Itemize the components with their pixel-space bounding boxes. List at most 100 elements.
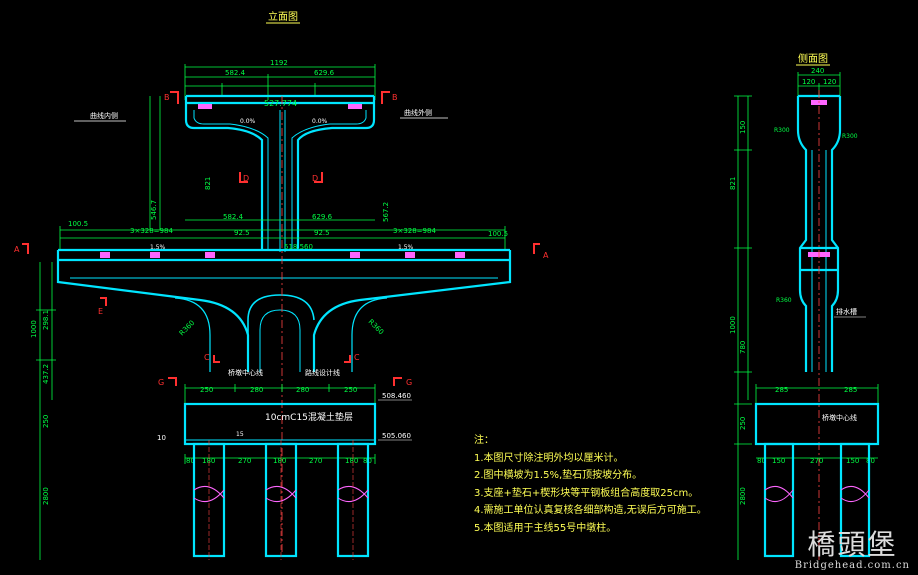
slope-top-r: 0.0% — [312, 118, 328, 125]
height-546-7: 546.7 — [150, 200, 158, 220]
slope-left: 1.5% — [150, 244, 166, 251]
slope-top: 0.0% — [240, 118, 256, 125]
side-radius-b: R300 — [842, 133, 858, 140]
cap-dim-2: 280 — [296, 386, 309, 394]
mark-d-left: D — [243, 174, 249, 183]
mark-b-right: B — [392, 93, 398, 102]
notes-heading: 注： — [474, 435, 494, 446]
mark-b-left: B — [164, 93, 170, 102]
side-piles — [763, 442, 871, 558]
mark-a-right: A — [543, 251, 549, 260]
height-1000: 1000 — [30, 320, 38, 338]
cap-dimensions — [184, 384, 376, 404]
side-pile-dim-2: 270 — [810, 457, 823, 465]
note-item: 1.本图尺寸除注明外均以厘米计。 — [474, 452, 624, 464]
mark-c-right: C — [354, 353, 360, 362]
pile-dim-1: 180 — [202, 457, 215, 465]
dim-92-5-b: 92.5 — [314, 229, 330, 237]
side-pile-dim-1: 150 — [772, 457, 785, 465]
side-footing — [754, 402, 880, 446]
side-height-3: 780 — [739, 341, 747, 354]
bearing-pads-row — [100, 252, 465, 258]
note-item: 5.本图适用于主线55号中墩柱。 — [474, 522, 617, 534]
upper-cap-beam — [184, 94, 376, 252]
bearing-center-label: 桥墩中心线 — [228, 368, 263, 377]
section-marks — [22, 91, 540, 386]
dim-629: 629.6 — [312, 213, 333, 221]
side-radius-a: R300 — [774, 127, 790, 134]
dim-15: 15 — [236, 431, 244, 438]
mark-d-right: D — [312, 174, 318, 183]
design-notes: 注： 1.本图尺寸除注明外均以厘米计。 2.图中横坡为1.5%,垫石顶按坡分布。… — [474, 432, 707, 537]
top-half-left: 582.4 — [225, 69, 246, 77]
pile-dim-5: 180 — [345, 457, 358, 465]
watermark: 橋頭堡 Bridgehead.com.cn — [794, 528, 910, 572]
side-cap-dim-1: 285 — [844, 386, 857, 394]
label-curve-inner: 曲线内侧 — [90, 111, 118, 120]
footing — [183, 402, 377, 446]
watermark-url: Bridgehead.com.cn — [794, 560, 910, 571]
mark-g-left: G — [158, 378, 164, 387]
top-dimensions — [184, 64, 376, 100]
top-half-right: 629.6 — [314, 69, 335, 77]
side-pile-dim-0: 80 — [757, 457, 766, 465]
side-pile-dim-4: 80 — [866, 457, 875, 465]
height-567-2: 567.2 — [382, 202, 390, 222]
height-821: 821 — [204, 177, 212, 190]
side-pile-dim-labels: 80 150 270 150 80 — [757, 457, 875, 465]
cap-dim-labels: 250 280 280 250 — [200, 386, 357, 394]
cap-dim-3: 250 — [344, 386, 357, 394]
left-height-dims — [36, 96, 161, 560]
bearing-pads-top — [198, 104, 362, 109]
side-view: 侧面图 240 120 120 R300 R300 R360 排水槽 — [729, 52, 880, 560]
cap-top-elev: 508.460 — [382, 392, 411, 400]
design-line-label: 路线设计线 — [305, 368, 340, 377]
watermark-logo: 橋頭堡 — [807, 528, 898, 561]
side-column — [796, 94, 842, 372]
side-pile-breaks — [764, 485, 870, 503]
side-sub-dim-1: 120 — [823, 78, 836, 86]
height-437-2: 437.2 — [42, 364, 50, 384]
side-title: 侧面图 — [798, 52, 828, 65]
side-height-dims — [734, 95, 752, 560]
note-item: 3.支座+垫石+楔形块等平钢板组合高度取25cm。 — [474, 487, 699, 499]
dim-582: 582.4 — [223, 213, 244, 221]
side-pile-dim-3: 150 — [846, 457, 859, 465]
mark-a-left: A — [14, 245, 20, 254]
spans-right: 3×328=984 — [393, 227, 436, 235]
spans-left: 3×328=984 — [130, 227, 173, 235]
side-height-0: 150 — [739, 121, 747, 134]
height-298-1: 298.1 — [42, 310, 50, 330]
cap-dim-1: 280 — [250, 386, 263, 394]
mark-c-left: C — [204, 353, 210, 362]
top-elev: 527.774 — [264, 99, 297, 108]
note-item: 2.图中横坡为1.5%,垫石顶按坡分布。 — [474, 470, 643, 481]
note-item: 4.需施工单位认真复核各细部构造,无误后方可施工。 — [474, 505, 707, 516]
side-height-5: 2800 — [739, 487, 747, 505]
pile-dim-0: 80 — [186, 457, 195, 465]
side-radius-c: R360 — [776, 297, 792, 304]
radius-left: R360 — [178, 319, 197, 338]
edge-left: 100.5 — [68, 220, 88, 228]
radius-right: R360 — [367, 318, 386, 337]
side-sub-dim-0: 120 — [802, 78, 815, 86]
section-mark-labels: B B D D A A C C G G E — [14, 93, 549, 387]
drain-label: 排水槽 — [836, 307, 857, 316]
pile-dim-3: 180 — [273, 457, 286, 465]
pile-dimensions — [184, 454, 376, 464]
side-height-2: 1000 — [729, 316, 737, 334]
lower-cap-beam — [56, 248, 512, 372]
height-250: 250 — [42, 415, 50, 428]
top-total-width: 1192 — [270, 59, 288, 67]
pile-axes — [208, 440, 354, 560]
cushion-label: 10cmC15混凝土垫层 — [265, 411, 353, 423]
label-curve-outer: 曲线外侧 — [404, 108, 432, 117]
side-cap-dims — [755, 384, 879, 404]
middle-dimensions — [59, 219, 506, 250]
side-top-dims — [797, 72, 841, 96]
side-center-label: 桥墩中心线 — [822, 413, 857, 422]
side-height-1: 821 — [729, 177, 737, 190]
dim-92-5-a: 92.5 — [234, 229, 250, 237]
dim-10: 10 — [157, 434, 166, 442]
